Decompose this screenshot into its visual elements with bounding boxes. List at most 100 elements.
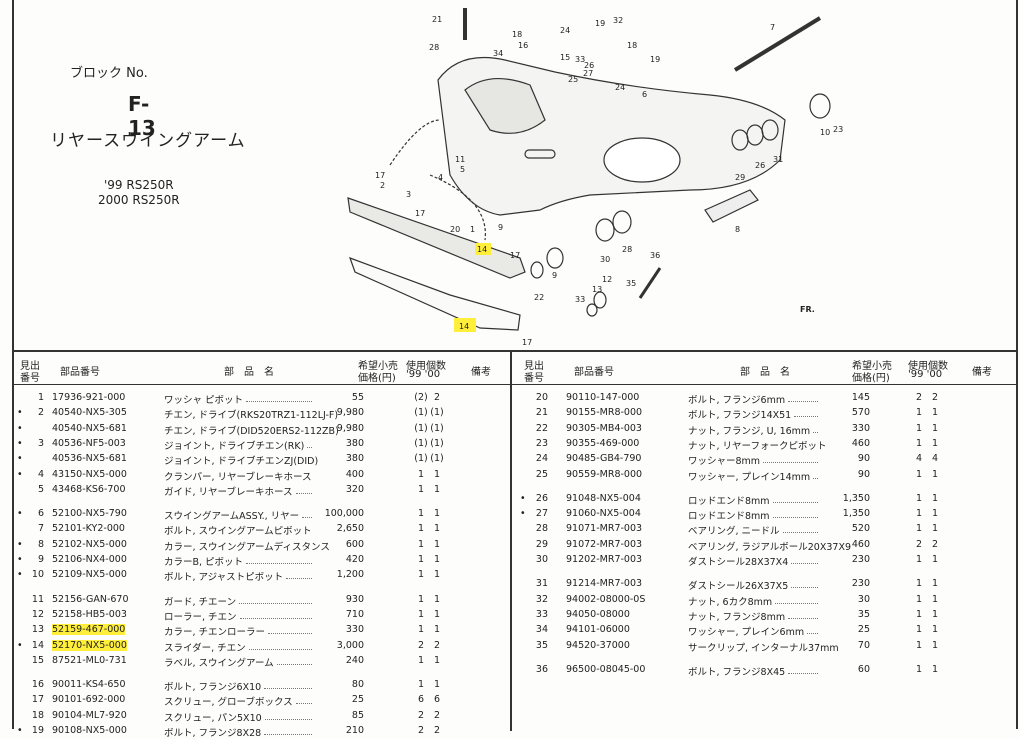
- cell-q2: 1: [433, 624, 441, 636]
- seal-31: [761, 119, 779, 141]
- callout-33b: 33: [575, 295, 585, 304]
- cell-name: スクリュー, グローブボックス: [164, 697, 293, 709]
- cell-mark: •: [17, 569, 23, 581]
- cell-q1: 6: [417, 694, 425, 706]
- cell-q1: 4: [915, 453, 923, 465]
- cell-q2: (1): [430, 422, 444, 434]
- callout-32: 32: [613, 16, 623, 25]
- cell-pn: 90011-KS4-650: [52, 679, 126, 691]
- cell-mark: •: [17, 554, 23, 565]
- cell-price: 3,000: [336, 639, 364, 651]
- nut-23: [809, 93, 831, 119]
- cell-price: 1,350: [842, 508, 870, 520]
- callout-9: 9: [498, 223, 503, 232]
- cell-no: 17: [31, 694, 44, 706]
- cell-q2: 1: [931, 554, 939, 565]
- cell-q2: 1: [433, 468, 441, 480]
- cell-mark: •: [520, 492, 526, 504]
- cell-mark: •: [17, 538, 23, 550]
- cell-name: ボルト, フランジ8X28: [164, 728, 262, 739]
- cell-price: 1,200: [336, 569, 364, 581]
- cell-pn: 91214-MR7-003: [566, 578, 643, 590]
- cell-name: ベアリング, ニードル: [688, 526, 780, 538]
- cell-no: 29: [535, 538, 548, 550]
- cell-pn: 40540-NX5-305: [52, 407, 127, 419]
- callout-27: 27: [583, 69, 593, 78]
- callout-25: 25: [568, 75, 578, 84]
- cell-no: 13: [31, 624, 44, 636]
- cell-name: ボルト, フランジ8X45: [688, 666, 786, 678]
- cell-q1: 1: [417, 508, 425, 520]
- cell-q2: 6: [433, 694, 441, 706]
- cell-price: 60: [857, 663, 870, 675]
- callout-17d: 17: [522, 338, 532, 347]
- cell-mark: •: [520, 508, 526, 520]
- callout-20: 20: [450, 225, 460, 234]
- cell-q2: 1: [931, 639, 939, 651]
- cell-q1: 1: [915, 523, 923, 535]
- header-no-line2: 番号: [20, 373, 40, 384]
- leader-dots: [783, 523, 818, 534]
- cell-mark: •: [17, 453, 23, 465]
- cell-pn: 91071-MR7-003: [566, 523, 643, 535]
- cell-mark: •: [17, 639, 23, 651]
- leader-dots: [791, 554, 818, 564]
- callout-22: 22: [534, 293, 544, 302]
- cell-name: ナット, 6カク8mm: [688, 596, 773, 608]
- cell-pn: 52159-467-000: [52, 624, 126, 636]
- leader-dots: [268, 624, 312, 635]
- leader-dots: [277, 655, 312, 665]
- cell-mark: •: [17, 407, 23, 419]
- cell-pn: 90305-MB4-003: [566, 422, 642, 434]
- cell-q2: (1): [430, 407, 444, 419]
- callout-17c: 17: [510, 251, 520, 260]
- block-number-label: ブロック No.: [70, 66, 148, 81]
- cell-q2: 1: [931, 407, 939, 419]
- cell-no: 26: [535, 492, 548, 504]
- cell-q1: 1: [915, 593, 923, 605]
- cell-q1: (1): [414, 407, 428, 419]
- callout-14-upper: 14: [477, 245, 487, 254]
- callout-4: 4: [438, 173, 443, 182]
- cell-q2: 1: [433, 523, 441, 535]
- cell-pn: 52101-KY2-000: [52, 523, 125, 535]
- header-remarks: 備考: [471, 367, 491, 378]
- cell-pn: 90485-GB4-790: [566, 453, 642, 465]
- cell-q2: 1: [433, 554, 441, 565]
- cell-price: 80: [351, 679, 364, 691]
- callout-16: 16: [518, 41, 528, 50]
- parts-page: [12, 0, 1018, 729]
- cell-price: 380: [345, 453, 364, 465]
- cell-pn: 40536-NX5-681: [52, 453, 127, 465]
- cell-q2: 2: [433, 709, 441, 721]
- header-no-line1: 見出: [20, 361, 40, 372]
- callout-29: 29: [735, 173, 745, 182]
- cell-pn: 52106-NX4-000: [52, 554, 127, 565]
- cell-price: 70: [857, 639, 870, 651]
- cell-name: ローラー, チエン: [164, 611, 237, 623]
- callout-14-lower: 14: [459, 322, 469, 331]
- cell-no: 2: [37, 407, 44, 419]
- nut-22: [530, 261, 544, 279]
- callout-6: 6: [642, 90, 647, 99]
- cell-name: チエン, ドライブ(DID520ERS2-112ZB): [164, 425, 339, 437]
- cell-no: 1: [37, 392, 44, 403]
- cell-pn: 52100-NX5-790: [52, 508, 127, 520]
- cell-name: スウイングアームASSY., リヤー: [164, 511, 300, 523]
- cell-pn: 90108-NX5-000: [52, 725, 127, 736]
- cell-pn: 94002-08000-0S: [566, 593, 646, 605]
- cell-pn: 52158-HB5-003: [52, 608, 127, 620]
